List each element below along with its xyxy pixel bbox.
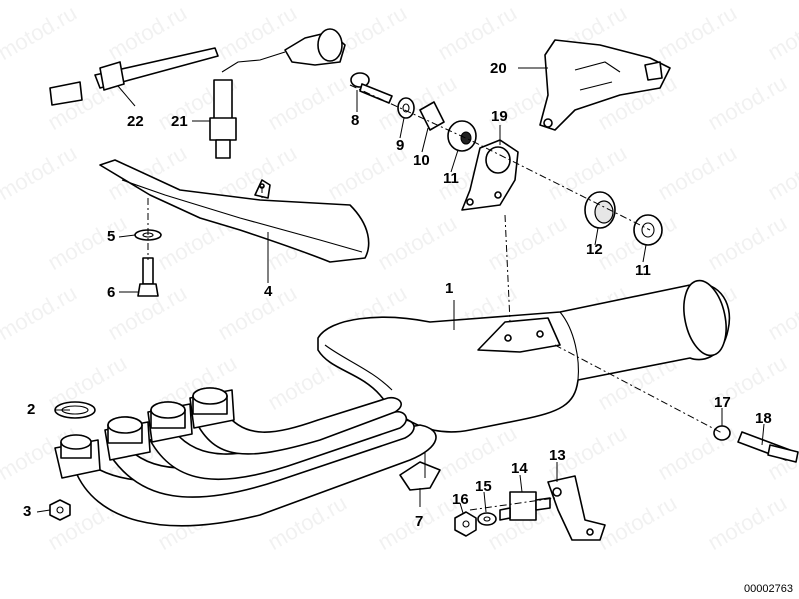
callout-2: 2 — [27, 401, 36, 418]
rubber-bush — [584, 191, 616, 229]
rubber-mount — [499, 491, 551, 521]
callout-6: 6 — [107, 284, 116, 301]
exhaust-header — [54, 387, 437, 527]
callout-4: 4 — [264, 283, 273, 300]
bolt-short — [137, 257, 159, 297]
grommet-lower — [633, 214, 663, 246]
clamp — [399, 461, 441, 491]
plate-20 — [539, 39, 671, 131]
bracket-13 — [547, 475, 606, 541]
callout-19: 19 — [491, 108, 508, 125]
callout-3: 3 — [23, 503, 32, 520]
callout-18: 18 — [755, 410, 772, 427]
callout-7: 7 — [415, 513, 424, 530]
oxygen-sensor — [209, 28, 346, 159]
nut-16 — [454, 511, 477, 537]
callout-15: 15 — [475, 478, 492, 495]
callout-14: 14 — [511, 460, 528, 477]
callout-1: 1 — [445, 280, 454, 297]
sleeve — [419, 101, 445, 131]
diagram-number: 00002763 — [744, 583, 793, 595]
callout-8: 8 — [351, 112, 360, 129]
callout-9: 9 — [396, 137, 405, 154]
callout-13: 13 — [549, 447, 566, 464]
callout-21: 21 — [171, 113, 188, 130]
bolt-8 — [350, 72, 393, 104]
muffler — [317, 279, 731, 433]
callout-20: 20 — [490, 60, 507, 77]
callout-10: 10 — [413, 152, 430, 169]
heat-shield — [99, 159, 370, 263]
callout-12: 12 — [586, 241, 603, 258]
callout-17: 17 — [714, 394, 731, 411]
nut — [49, 499, 71, 521]
callout-22: 22 — [127, 113, 144, 130]
callout-11-lower: 11 — [635, 262, 651, 279]
washer-15 — [477, 512, 497, 526]
callout-5: 5 — [107, 228, 116, 245]
callout-16: 16 — [452, 491, 469, 508]
callout-11-upper: 11 — [443, 170, 459, 187]
bolt-18 — [737, 431, 799, 463]
washer-17 — [713, 425, 731, 441]
cable-tie — [49, 47, 219, 106]
